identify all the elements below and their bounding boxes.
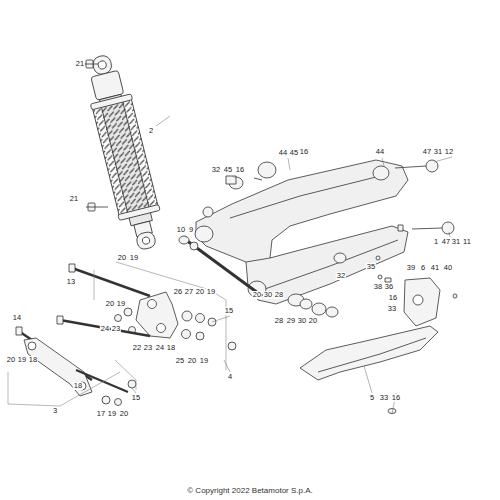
callout-number: 19 <box>116 300 126 308</box>
callout-number: 39 <box>406 264 416 272</box>
callout-number: 16 <box>299 148 309 156</box>
callout-number: 24 <box>100 325 110 333</box>
callout-number: 10 <box>176 226 186 234</box>
callout-number: 20 <box>308 317 318 325</box>
callout-number: 19 <box>107 410 117 418</box>
callout-number: 23 <box>143 344 153 352</box>
callout-number: 16 <box>235 166 245 174</box>
callout-number: 35 <box>366 263 376 271</box>
callout-number: 1 <box>433 238 439 246</box>
callout-number: 5 <box>369 394 375 402</box>
callout-number: 45 <box>289 149 299 157</box>
callout-number: 31 <box>451 238 461 246</box>
callout-number: 32 <box>336 272 346 280</box>
callout-number: 28 <box>274 317 284 325</box>
callout-number: 45 <box>223 166 233 174</box>
callout-number: 19 <box>17 356 27 364</box>
pivot-bearing <box>203 207 346 317</box>
callout-number: 30 <box>297 317 307 325</box>
shock-bolt <box>84 60 108 211</box>
brake-guard <box>404 278 457 326</box>
callout-number: 36 <box>384 283 394 291</box>
callout-number: 21 <box>69 195 79 203</box>
callout-number: 24 <box>155 344 165 352</box>
callout-number: 29 <box>286 317 296 325</box>
leader-line <box>132 116 452 414</box>
callout-number: 47 <box>422 148 432 156</box>
callout-number: 20 <box>105 300 115 308</box>
callout-number: 26 <box>173 288 183 296</box>
callout-number: 19 <box>199 357 209 365</box>
callout-number: 14 <box>12 314 22 322</box>
callout-number: 17 <box>96 410 106 418</box>
callout-number: 11 <box>462 238 472 246</box>
callout-number: 32 <box>211 166 221 174</box>
callout-number: 6 <box>420 264 426 272</box>
callout-number: 4 <box>227 373 233 381</box>
callout-number: 30 <box>263 291 273 299</box>
callout-number: 18 <box>28 356 38 364</box>
callout-number: 20 <box>195 288 205 296</box>
callout-number: 21 <box>75 60 85 68</box>
callout-number: 20 <box>117 254 127 262</box>
callout-number: 18 <box>73 382 83 390</box>
callout-number: 18 <box>166 344 176 352</box>
callout-number: 20 <box>119 410 129 418</box>
callout-number: 33 <box>387 305 397 313</box>
callout-number: 22 <box>132 344 142 352</box>
callout-number: 23 <box>111 325 121 333</box>
swingarm <box>195 160 408 304</box>
callout-number: 20 <box>252 291 262 299</box>
linkage-link <box>16 327 136 406</box>
callout-number: 15 <box>224 307 234 315</box>
callout-number: 16 <box>391 394 401 402</box>
shock-absorber <box>80 51 169 253</box>
callout-number: 27 <box>184 288 194 296</box>
callout-number: 16 <box>388 294 398 302</box>
callout-number: 38 <box>373 283 383 291</box>
callout-number: 3 <box>52 407 58 415</box>
pivot-axle <box>179 236 262 296</box>
callout-number: 20 <box>187 357 197 365</box>
callout-number: 9 <box>188 226 194 234</box>
callout-number: 47 <box>441 238 451 246</box>
callout-number: 44 <box>278 149 288 157</box>
callout-number: 25 <box>175 357 185 365</box>
callout-number: 20 <box>6 356 16 364</box>
callout-number: 40 <box>443 264 453 272</box>
callout-number: 28 <box>274 291 284 299</box>
callout-number: 19 <box>129 254 139 262</box>
callout-number: 2 <box>148 127 154 135</box>
callout-number: 15 <box>131 394 141 402</box>
callout-number: 19 <box>206 288 216 296</box>
callout-number: 41 <box>430 264 440 272</box>
chain-adjuster <box>395 160 454 234</box>
callout-number: 12 <box>444 148 454 156</box>
chain-slider <box>300 326 438 380</box>
group-bracket <box>8 262 226 406</box>
callout-number: 31 <box>433 148 443 156</box>
linkage-bolt <box>57 264 236 350</box>
callout-number: 13 <box>66 278 76 286</box>
callout-number: 33 <box>379 394 389 402</box>
copyright-caption: © Copyright 2022 Betamotor S.p.A. <box>0 486 500 495</box>
callout-number: 44 <box>375 148 385 156</box>
